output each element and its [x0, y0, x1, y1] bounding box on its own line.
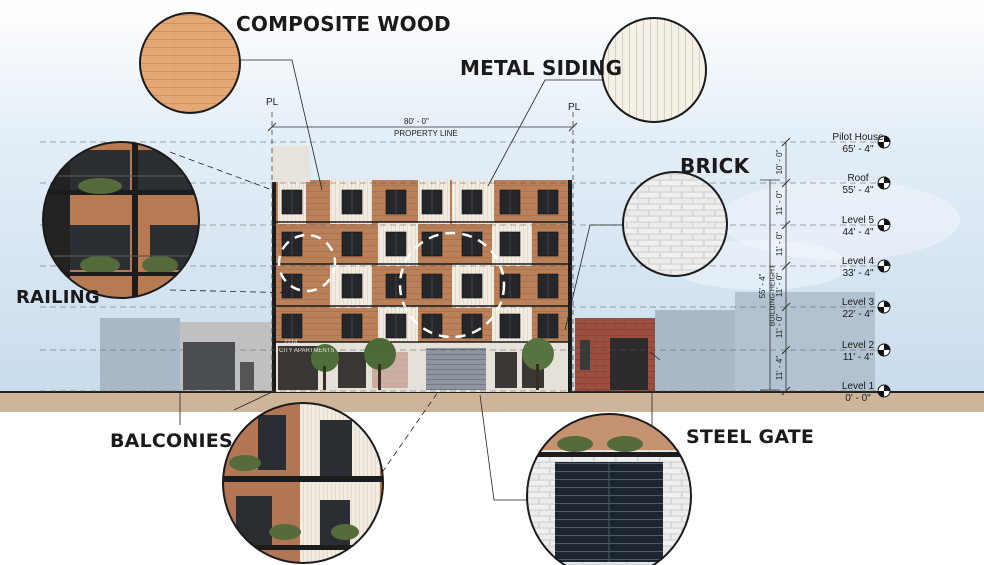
bubble-steel-gate — [526, 413, 692, 565]
bubble-metal-siding — [601, 17, 707, 123]
pilot-house — [272, 146, 310, 182]
bubble-balconies — [222, 402, 384, 564]
level-elevation: 44' - 4" — [842, 227, 874, 238]
street-trees — [311, 338, 554, 390]
level-name: Roof — [847, 173, 869, 184]
level-name: Level 4 — [841, 256, 875, 267]
callout-metal-siding: METAL SIDING — [460, 56, 623, 80]
address-number: 2214 — [284, 340, 298, 346]
callout-balconies: BALCONIES — [110, 430, 233, 452]
level-name: Level 2 — [841, 340, 875, 351]
level-marker-icon — [877, 135, 891, 149]
level-elevation: 55' - 4" — [842, 185, 874, 196]
level-marker-icon — [877, 259, 891, 273]
callout-steel-gate: STEEL GATE — [686, 426, 815, 448]
pl-right-label: PL — [568, 102, 581, 113]
level-name: Level 3 — [841, 297, 875, 308]
callout-composite-wood: COMPOSITE WOOD — [236, 12, 451, 36]
level-marker-icon — [877, 343, 891, 357]
level-elevation: 11' - 4" — [842, 352, 874, 363]
ground — [0, 392, 984, 412]
neighbor-building-left — [100, 318, 180, 392]
building-height-value: 55' - 4" — [758, 273, 767, 299]
callout-brick: BRICK — [680, 154, 750, 178]
property-width-dimension: 80' - 0" — [404, 117, 429, 126]
floor-dimension: 11' - 4" — [775, 355, 784, 381]
level-marker-icon — [877, 176, 891, 190]
level-name: Level 5 — [841, 215, 875, 226]
level-elevation: 22' - 4" — [842, 309, 874, 320]
level-elevation: 65' - 4" — [842, 144, 874, 155]
steel-gate-facade — [426, 348, 486, 390]
building-sign: CITY APARTMENTS — [279, 348, 335, 354]
level-marker-icon — [877, 300, 891, 314]
callout-railing: RAILING — [16, 287, 100, 308]
pl-left-label: PL — [266, 97, 279, 108]
level-name: Level 1 — [841, 381, 875, 392]
level-elevation: 33' - 4" — [842, 268, 874, 279]
level-elevation: 0' - 0" — [845, 393, 871, 404]
level-name: Pilot House — [832, 132, 884, 143]
bubble-composite-wood — [139, 12, 241, 114]
level-marker-icon — [877, 218, 891, 232]
level-marker-icon — [877, 384, 891, 398]
property-line-label: PROPERTY LINE — [394, 129, 458, 138]
bubble-brick — [622, 171, 728, 277]
neighbor-building-right — [655, 310, 735, 392]
